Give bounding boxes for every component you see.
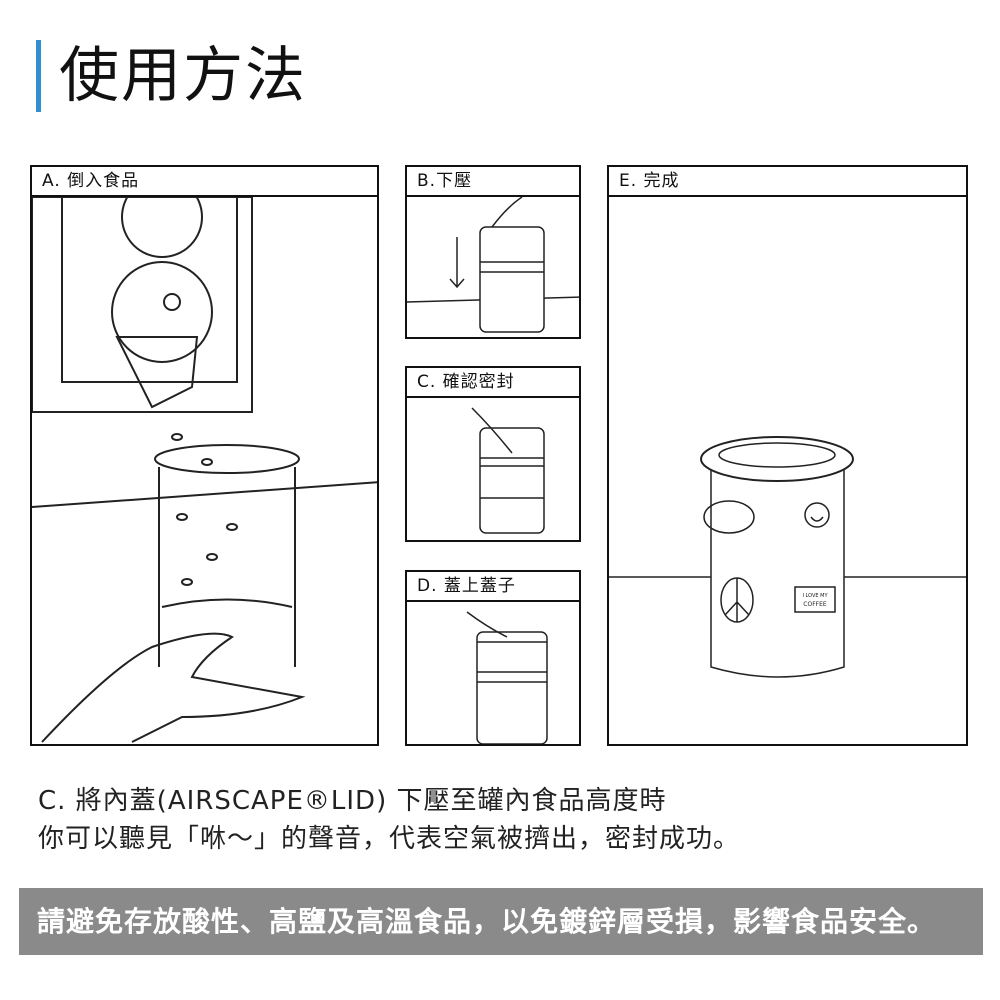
close-lid-illustration [466,611,548,744]
panel-e-label: E. 完成 [609,167,966,197]
finished-canister-illustration: I LOVE MY COFFEE [609,436,966,678]
panel-a: A. 倒入食品 [30,165,379,746]
warning-banner: 請避免存放酸性、高鹽及高溫食品，以免鍍鋅層受損，影響食品安全。 [19,888,983,955]
caption-line-2: 你可以聽見「咻～」的聲音，代表空氣被擠出，密封成功。 [38,824,741,854]
svg-text:COFFEE: COFFEE [803,601,827,608]
press-down-illustration [407,197,579,333]
pour-food-illustration [32,197,377,743]
panel-d: D. 蓋上蓋子 [405,570,581,746]
panel-a-label: A. 倒入食品 [32,167,377,197]
svg-text:I LOVE MY: I LOVE MY [802,593,828,599]
coffee-sticker [794,586,836,613]
caption-line-1: C. 將內蓋(AIRSCAPE®LID) 下壓至罐內食品高度時 [38,786,667,816]
page-title: 使用方法 [36,40,307,112]
panel-b-label: B.下壓 [407,167,579,197]
panel-e: E. 完成 I LOVE MY COFFEE [607,165,968,746]
confirm-seal-illustration [471,407,545,534]
panel-d-label: D. 蓋上蓋子 [407,572,579,602]
panel-c-label: C. 確認密封 [407,368,579,398]
panel-c: C. 確認密封 [405,366,581,542]
panel-b: B.下壓 [405,165,581,339]
